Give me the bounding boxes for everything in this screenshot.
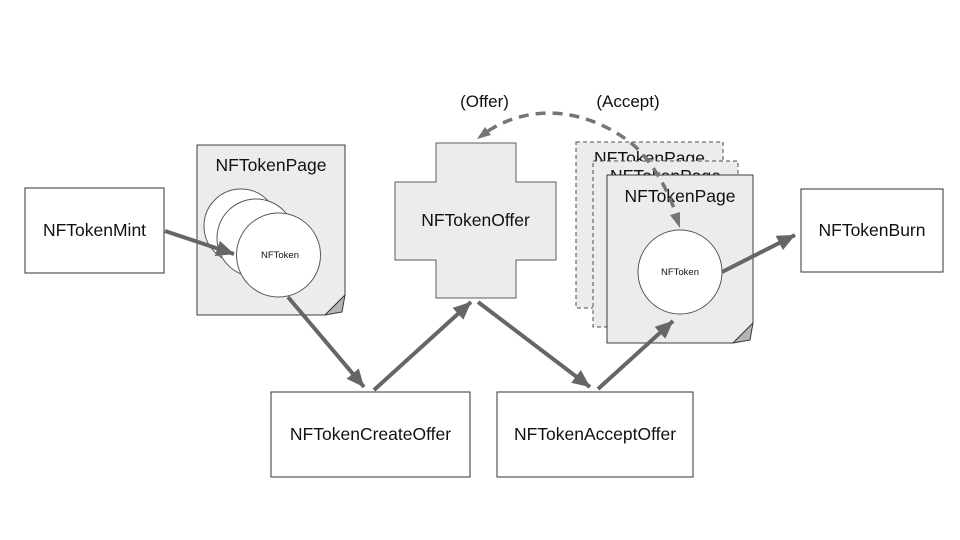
arrow-create-offer-to-offer — [372, 300, 473, 392]
arrow-offer-to-accept-offer — [476, 300, 592, 389]
dashed-arc — [487, 111, 678, 215]
offer-cross-shape — [394, 142, 557, 299]
accept-annotation: (Accept) — [596, 92, 659, 111]
burn-label: NFTokenBurn — [819, 220, 926, 240]
create-offer-node: NFTokenCreateOffer — [270, 391, 471, 478]
offer-annotation: (Offer) — [460, 92, 509, 111]
accept-offer-label: NFTokenAcceptOffer — [514, 424, 676, 444]
create-offer-label: NFTokenCreateOffer — [290, 424, 451, 444]
page1-fold-corner — [324, 294, 346, 316]
page2-fold-corner — [732, 322, 754, 344]
burn-node: NFTokenBurn — [800, 188, 944, 273]
token-circle-front — [236, 212, 321, 298]
page1-token-label: NFToken — [261, 250, 299, 261]
arrow-mint-to-page1 — [164, 229, 235, 257]
dashed-arrowhead-to-offer — [477, 127, 491, 139]
burn-box — [800, 188, 944, 273]
accept-offer-node: NFTokenAcceptOffer — [496, 391, 694, 478]
arrow-accept-offer-to-page2 — [596, 319, 675, 391]
page2-node: NFTokenPage NFTokenPage NFTokenPage NFTo… — [575, 141, 754, 344]
arrow-page1-to-create-offer — [286, 295, 366, 389]
arrow-page2-to-burn — [721, 233, 796, 274]
create-offer-box — [270, 391, 471, 478]
mint-label: NFTokenMint — [43, 220, 146, 240]
page1-title: NFTokenPage — [216, 155, 327, 175]
offer-node: NFTokenOffer — [394, 142, 557, 299]
mint-box — [24, 187, 165, 274]
offer-accept-arc: (Offer) (Accept) — [460, 92, 680, 228]
offer-label: NFTokenOffer — [421, 210, 530, 230]
mint-node: NFTokenMint — [24, 187, 165, 274]
page2-token-label: NFToken — [661, 267, 699, 278]
flow-arrows — [164, 229, 796, 392]
page1-node: NFTokenPage NFToken — [196, 144, 346, 316]
accept-offer-box — [496, 391, 694, 478]
dashed-arrowhead-to-page2 — [670, 212, 680, 228]
page2-title: NFTokenPage — [625, 186, 736, 206]
